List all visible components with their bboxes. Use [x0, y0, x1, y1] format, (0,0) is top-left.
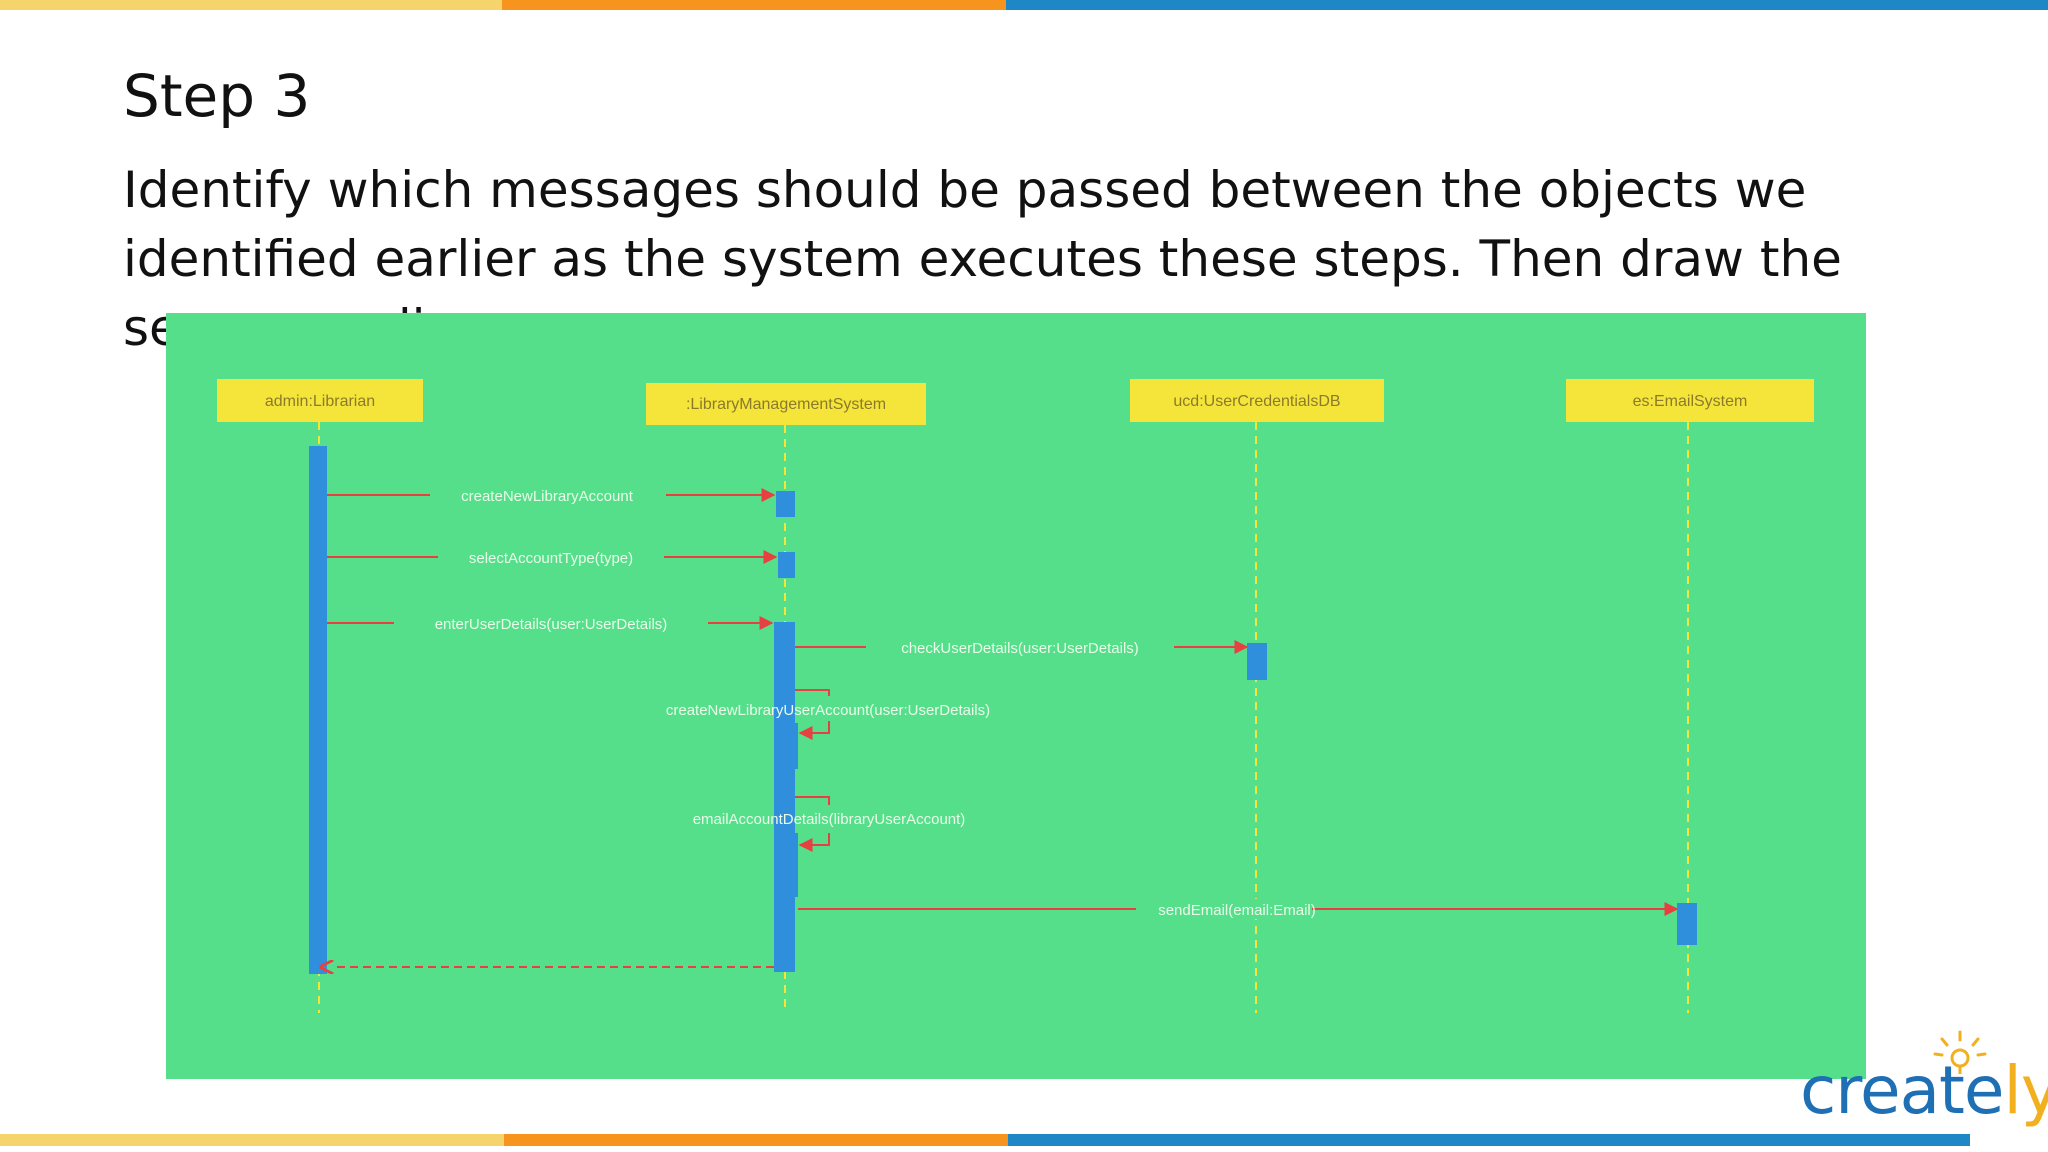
lifeline-box-ucd [1130, 379, 1384, 422]
message-label-bg [1136, 899, 1312, 919]
activation-lms-2 [778, 552, 795, 578]
activation-admin [309, 446, 327, 974]
lifeline-box-es [1566, 379, 1814, 422]
lifeline-box-admin [217, 379, 423, 422]
message-label-create-user-account: createNewLibraryUserAccount(user:UserDet… [666, 702, 990, 719]
message-label-send-email: sendEmail(email:Email) [1158, 902, 1316, 919]
message-label-bg [438, 547, 664, 567]
top-bar-blue [1006, 0, 2048, 10]
message-arrow-create-user-account [795, 689, 830, 696]
logo-text: creately [1800, 1052, 2048, 1129]
bottom-bar-blue [1008, 1134, 1970, 1146]
activation-lms-self-2 [786, 833, 798, 897]
message-label-select-type: selectAccountType(type) [469, 550, 633, 567]
top-bar-yellow [0, 0, 502, 10]
top-bar-orange [502, 0, 1006, 10]
creately-logo: creately [1800, 1030, 2048, 1140]
message-label-check-details: checkUserDetails(user:UserDetails) [901, 640, 1139, 657]
lifeline-label-ucd: ucd:UserCredentialsDB [1173, 393, 1340, 410]
lifeline-label-lms: :LibraryManagementSystem [686, 396, 886, 413]
message-label-bg [866, 637, 1174, 657]
activation-lms-1 [776, 491, 795, 517]
slide-title: Step 3 [123, 62, 311, 130]
activation-lms-main [774, 622, 795, 972]
slide-body-text: Identify which messages should be passed… [123, 161, 1842, 357]
message-label-create-account: createNewLibraryAccount [461, 488, 634, 505]
message-arrow-create-user-account-return [798, 721, 830, 740]
lifeline-box-lms [646, 383, 926, 425]
bottom-bar-orange [504, 1134, 1008, 1146]
message-label-bg [394, 613, 708, 633]
message-label-enter-details: enterUserDetails(user:UserDetails) [435, 616, 668, 633]
activation-lms-self-1 [786, 723, 798, 769]
lifeline-label-admin: admin:Librarian [265, 393, 375, 410]
message-arrow-email-details [795, 796, 830, 805]
logo-text-main: create [1800, 1052, 2005, 1129]
bottom-bar-yellow [0, 1134, 504, 1146]
message-label-email-details: emailAccountDetails(libraryUserAccount) [693, 811, 966, 828]
activation-es [1677, 903, 1697, 945]
lifeline-label-es: es:EmailSystem [1633, 393, 1748, 410]
logo-text-accent: ly [2003, 1052, 2048, 1129]
sequence-diagram: admin:Librarian :LibraryManagementSystem… [166, 313, 1866, 1079]
activation-ucd [1247, 643, 1267, 680]
message-label-bg [430, 485, 666, 505]
message-arrow-email-details-return [798, 833, 830, 852]
lightbulb-icon [1933, 1030, 1987, 1074]
